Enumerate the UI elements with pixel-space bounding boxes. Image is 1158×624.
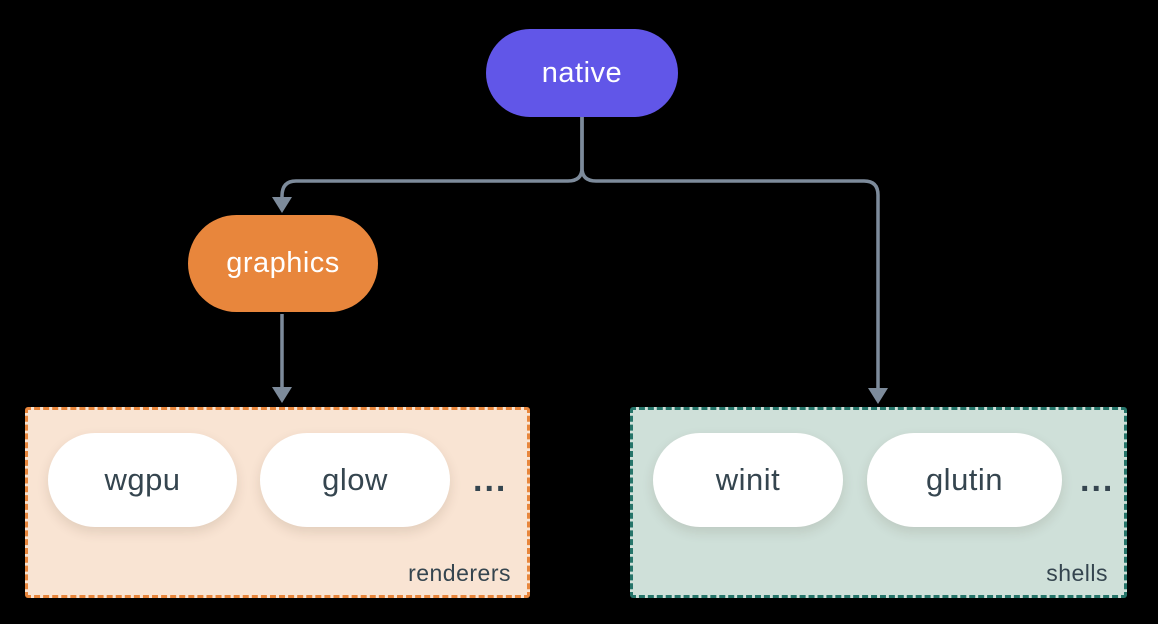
node-glow: glow: [260, 433, 450, 527]
node-glutin-label: glutin: [925, 462, 1004, 497]
arrowhead-graphics: [272, 197, 292, 213]
node-wgpu-label: wgpu: [104, 462, 181, 497]
renderers-ellipsis: ...: [473, 460, 508, 499]
edge-native-graphics: [280, 116, 584, 198]
node-graphics-label: graphics: [226, 247, 340, 279]
shells-ellipsis: ...: [1080, 460, 1115, 499]
node-glutin: glutin: [867, 433, 1062, 527]
group-shells-label: shells: [1046, 560, 1108, 586]
arrowhead-shells: [868, 388, 888, 404]
node-native: native: [486, 29, 678, 117]
group-renderers-label: renderers: [408, 560, 511, 586]
arrowhead-renderers: [272, 387, 292, 403]
node-glow-label: glow: [322, 462, 388, 497]
edge-native-shells: [580, 116, 880, 389]
node-graphics: graphics: [188, 215, 378, 312]
node-winit-label: winit: [715, 462, 781, 497]
group-shells: winit glutin ... shells: [630, 407, 1127, 598]
node-native-label: native: [541, 56, 623, 89]
group-renderers: wgpu glow ... renderers: [25, 407, 530, 598]
node-winit: winit: [653, 433, 843, 527]
node-wgpu: wgpu: [48, 433, 237, 527]
